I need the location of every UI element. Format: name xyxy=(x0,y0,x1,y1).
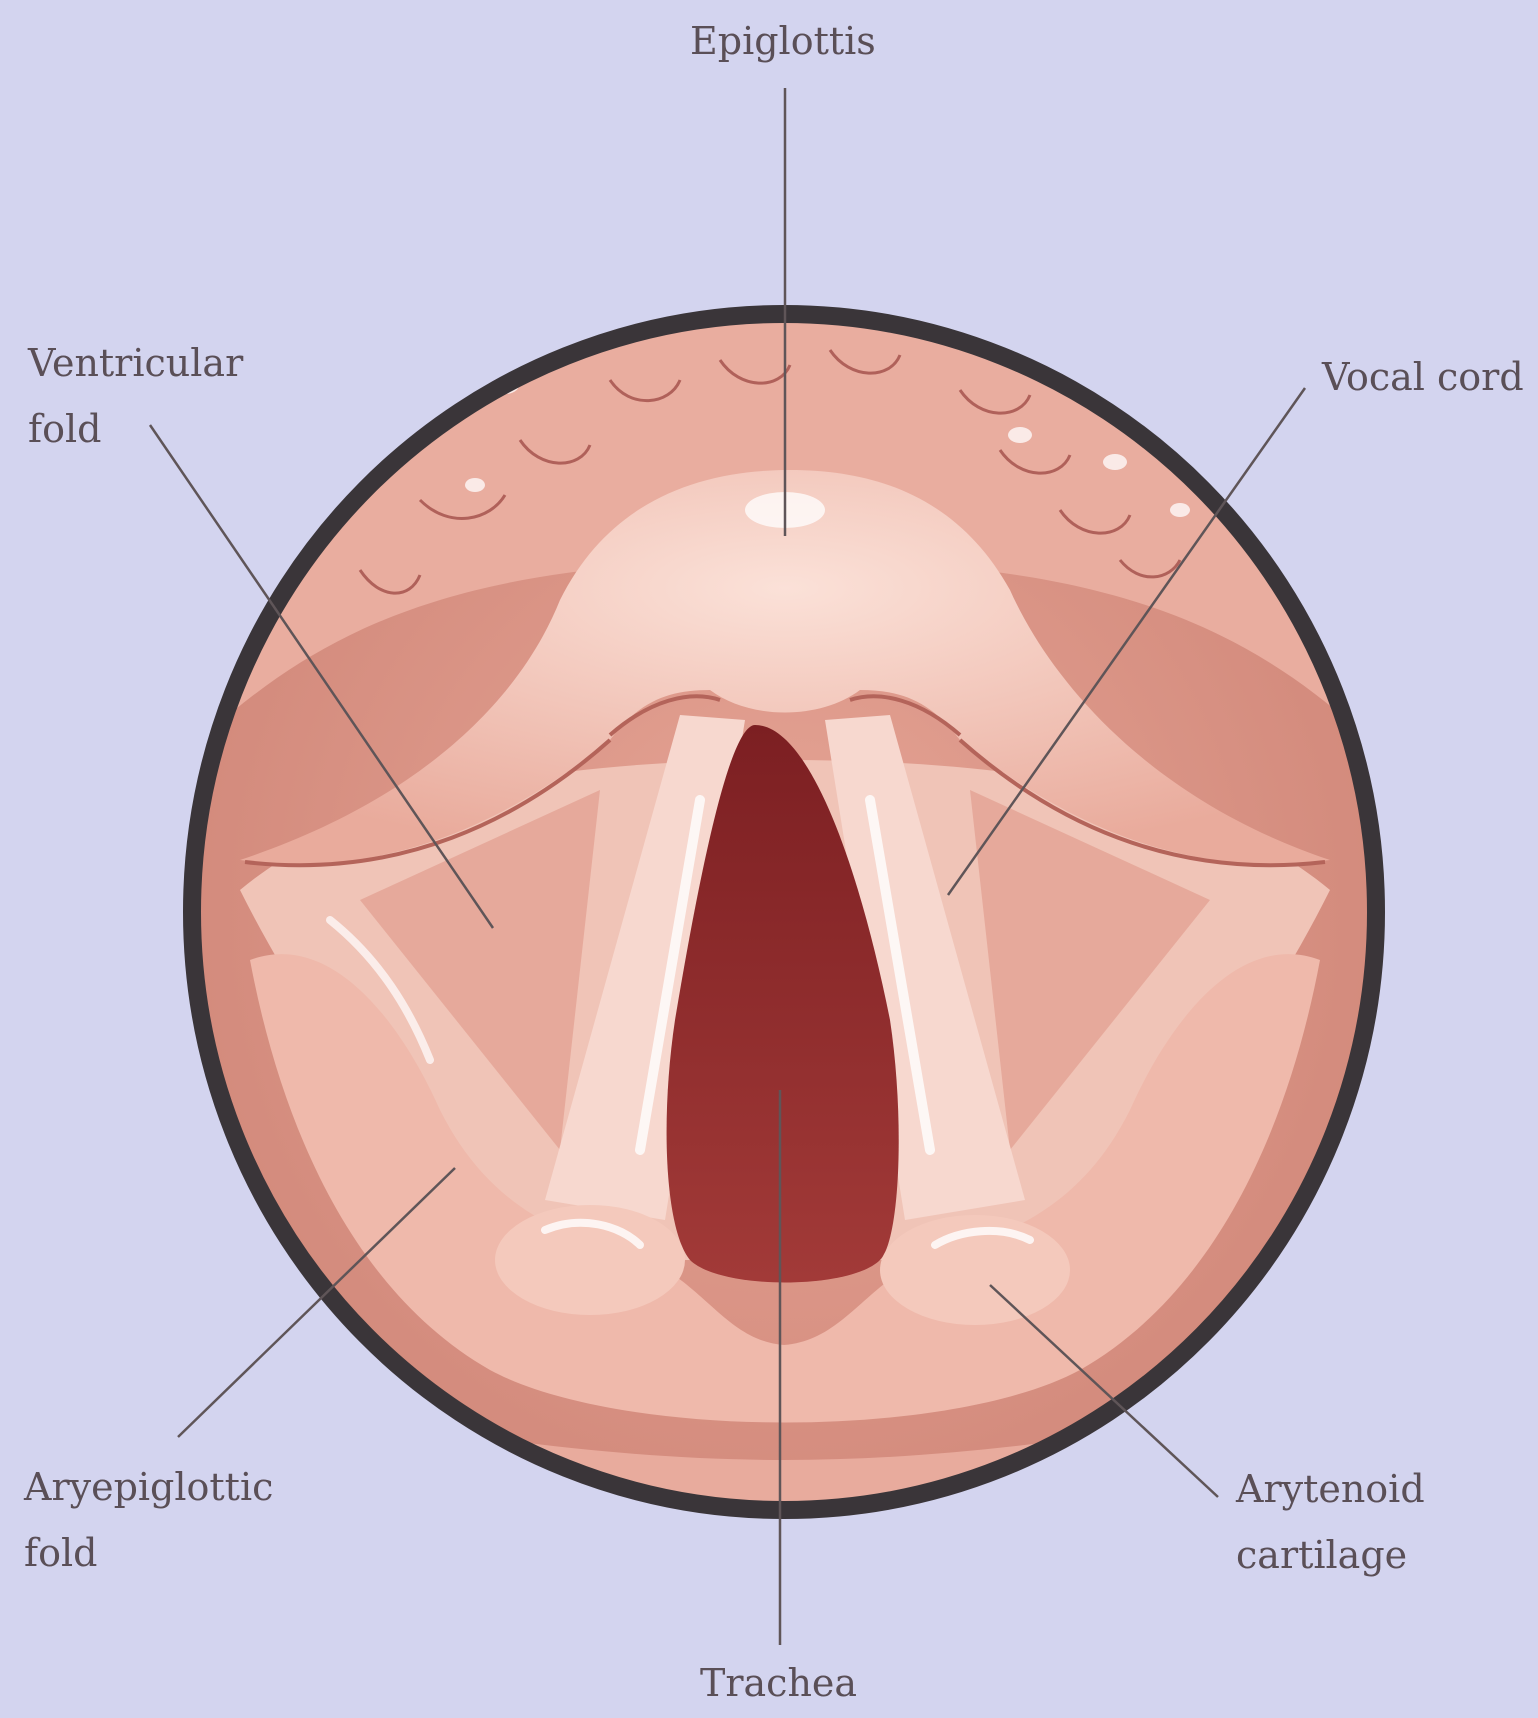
label-arytenoid-cartilage: Arytenoid cartilage xyxy=(1236,1456,1425,1588)
label-trachea: Trachea xyxy=(700,1650,857,1716)
label-vocal-cord: Vocal cord xyxy=(1322,344,1524,410)
label-epiglottis: Epiglottis xyxy=(690,8,876,74)
label-ventricular-fold: Ventricular fold xyxy=(28,330,243,462)
label-aryepiglottic-fold: Aryepiglottic fold xyxy=(24,1454,273,1586)
